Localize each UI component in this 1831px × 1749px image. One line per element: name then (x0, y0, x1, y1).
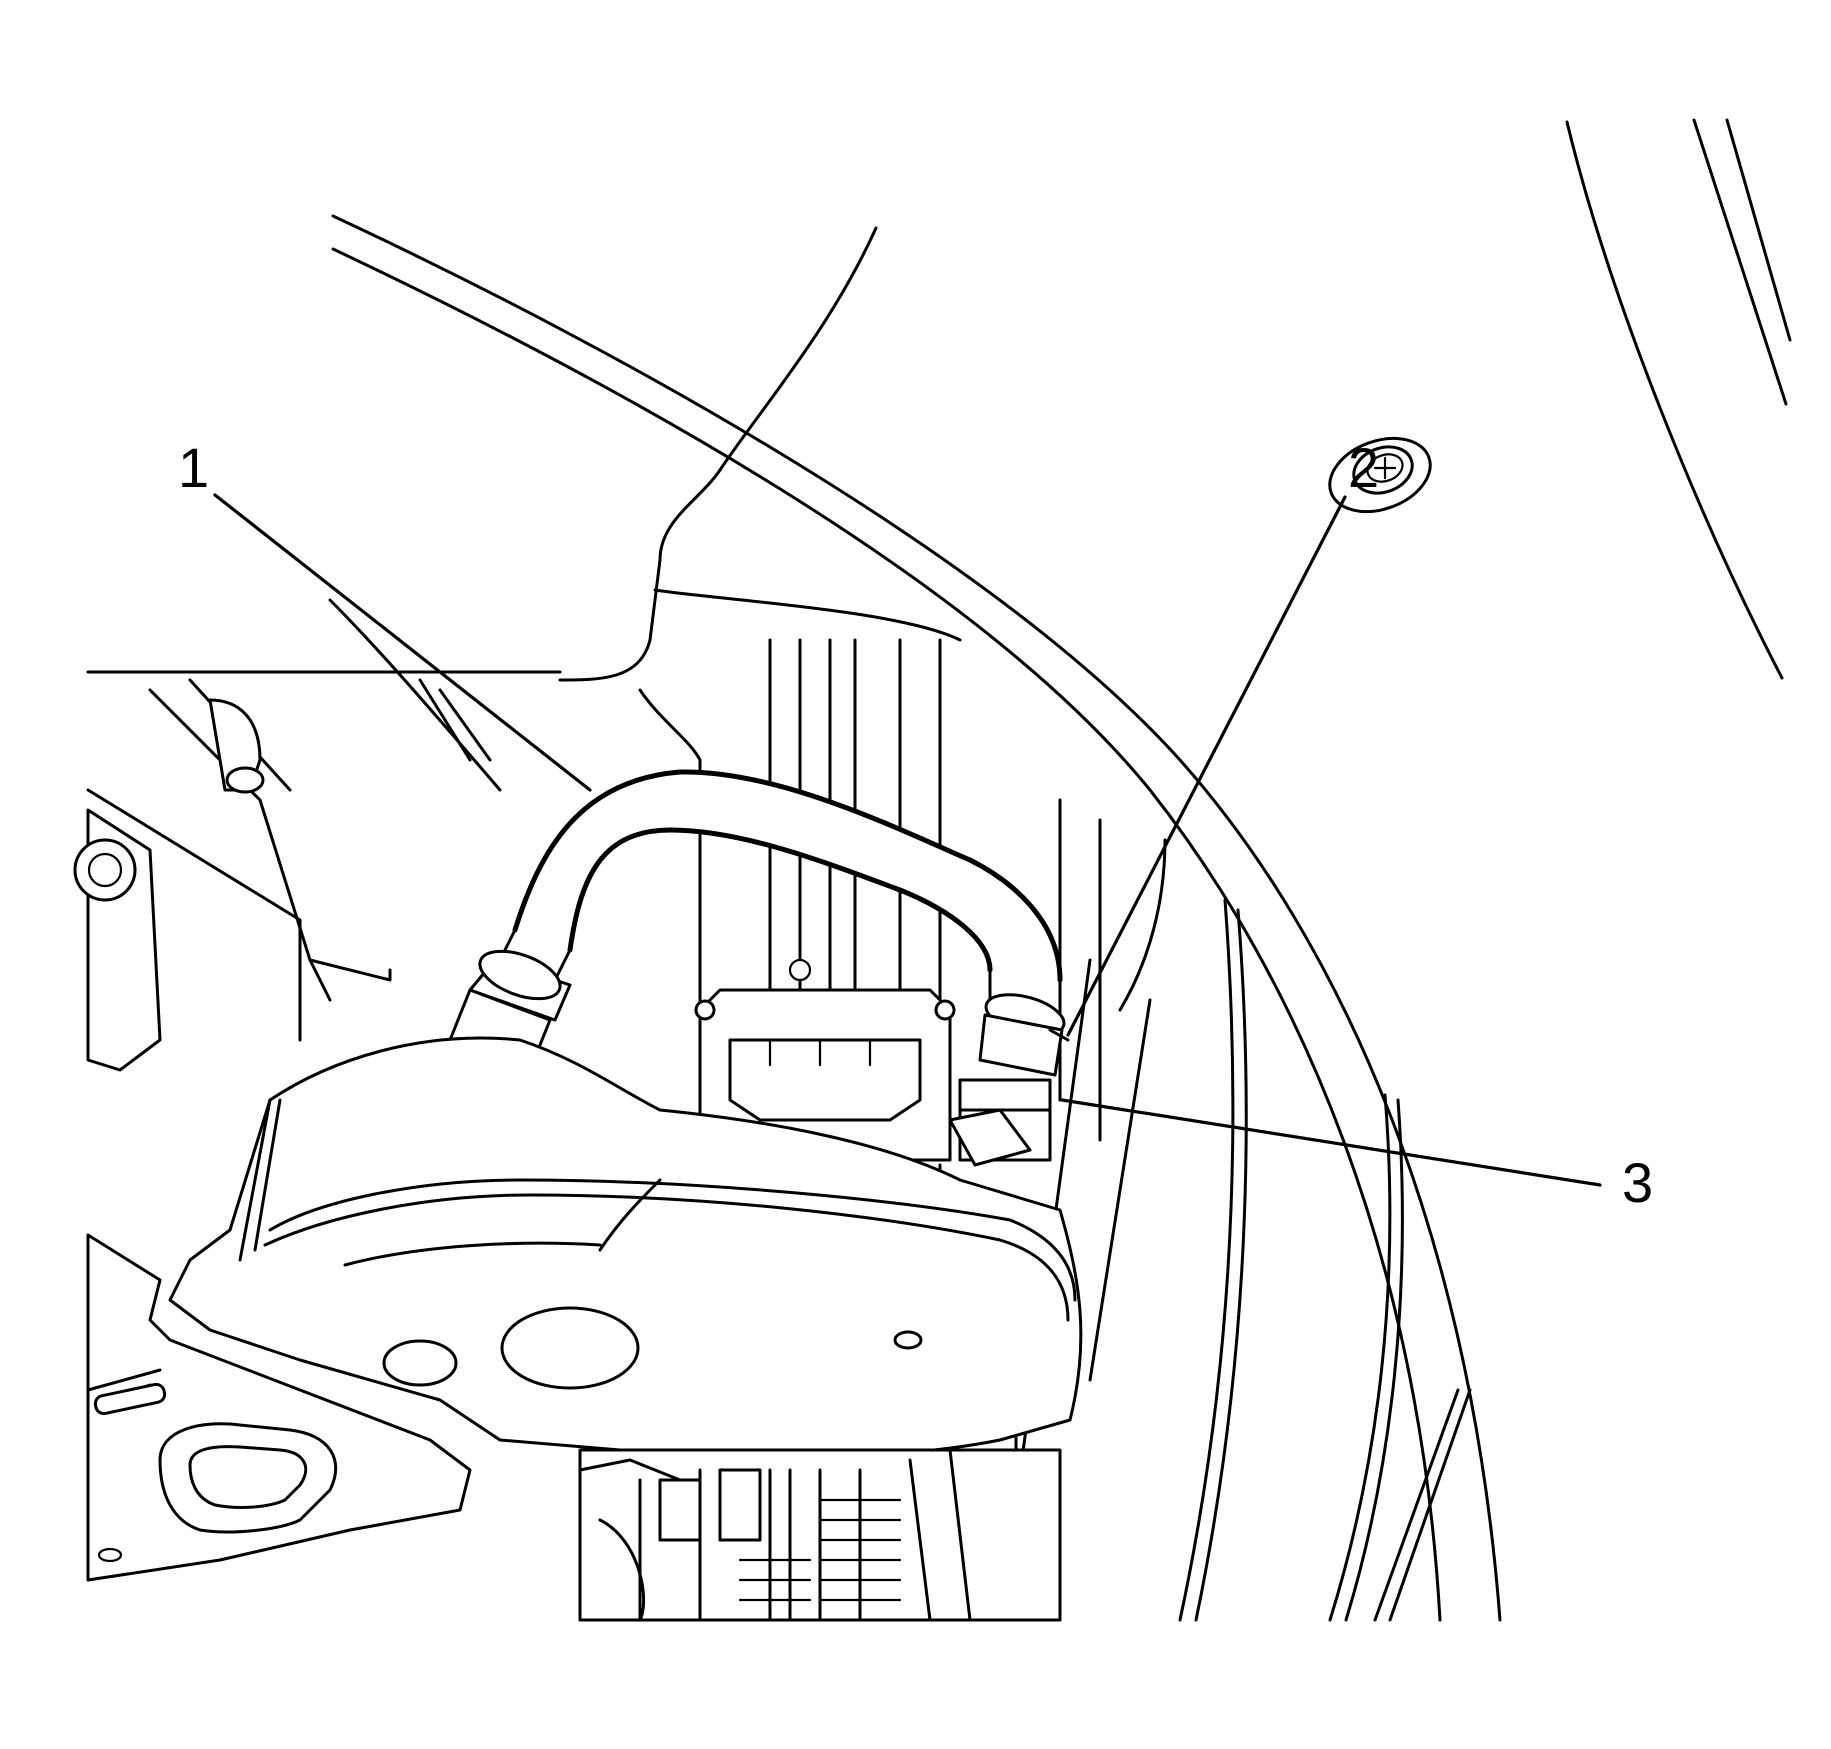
reservoir-outlet (948, 1078, 1052, 1167)
leader-line-1 (213, 493, 592, 792)
callout-2: 2 (1348, 436, 1379, 499)
grommet-bolt (1328, 436, 1432, 514)
center-shroud (558, 468, 962, 1022)
cover-holes (382, 1306, 923, 1390)
leader-lines (213, 493, 1602, 1187)
leader-line-2 (1066, 495, 1347, 1037)
callout-labels: 1 2 3 (178, 436, 1653, 1214)
lower-left-bracket (86, 1233, 472, 1582)
hose-1 (448, 769, 1070, 1077)
leader-line-3 (1060, 1098, 1602, 1187)
left-bracket-structure (73, 598, 562, 1072)
callout-3: 3 (1622, 1151, 1653, 1214)
callout-1: 1 (178, 436, 209, 499)
lower-pump-assembly (578, 1448, 1062, 1622)
